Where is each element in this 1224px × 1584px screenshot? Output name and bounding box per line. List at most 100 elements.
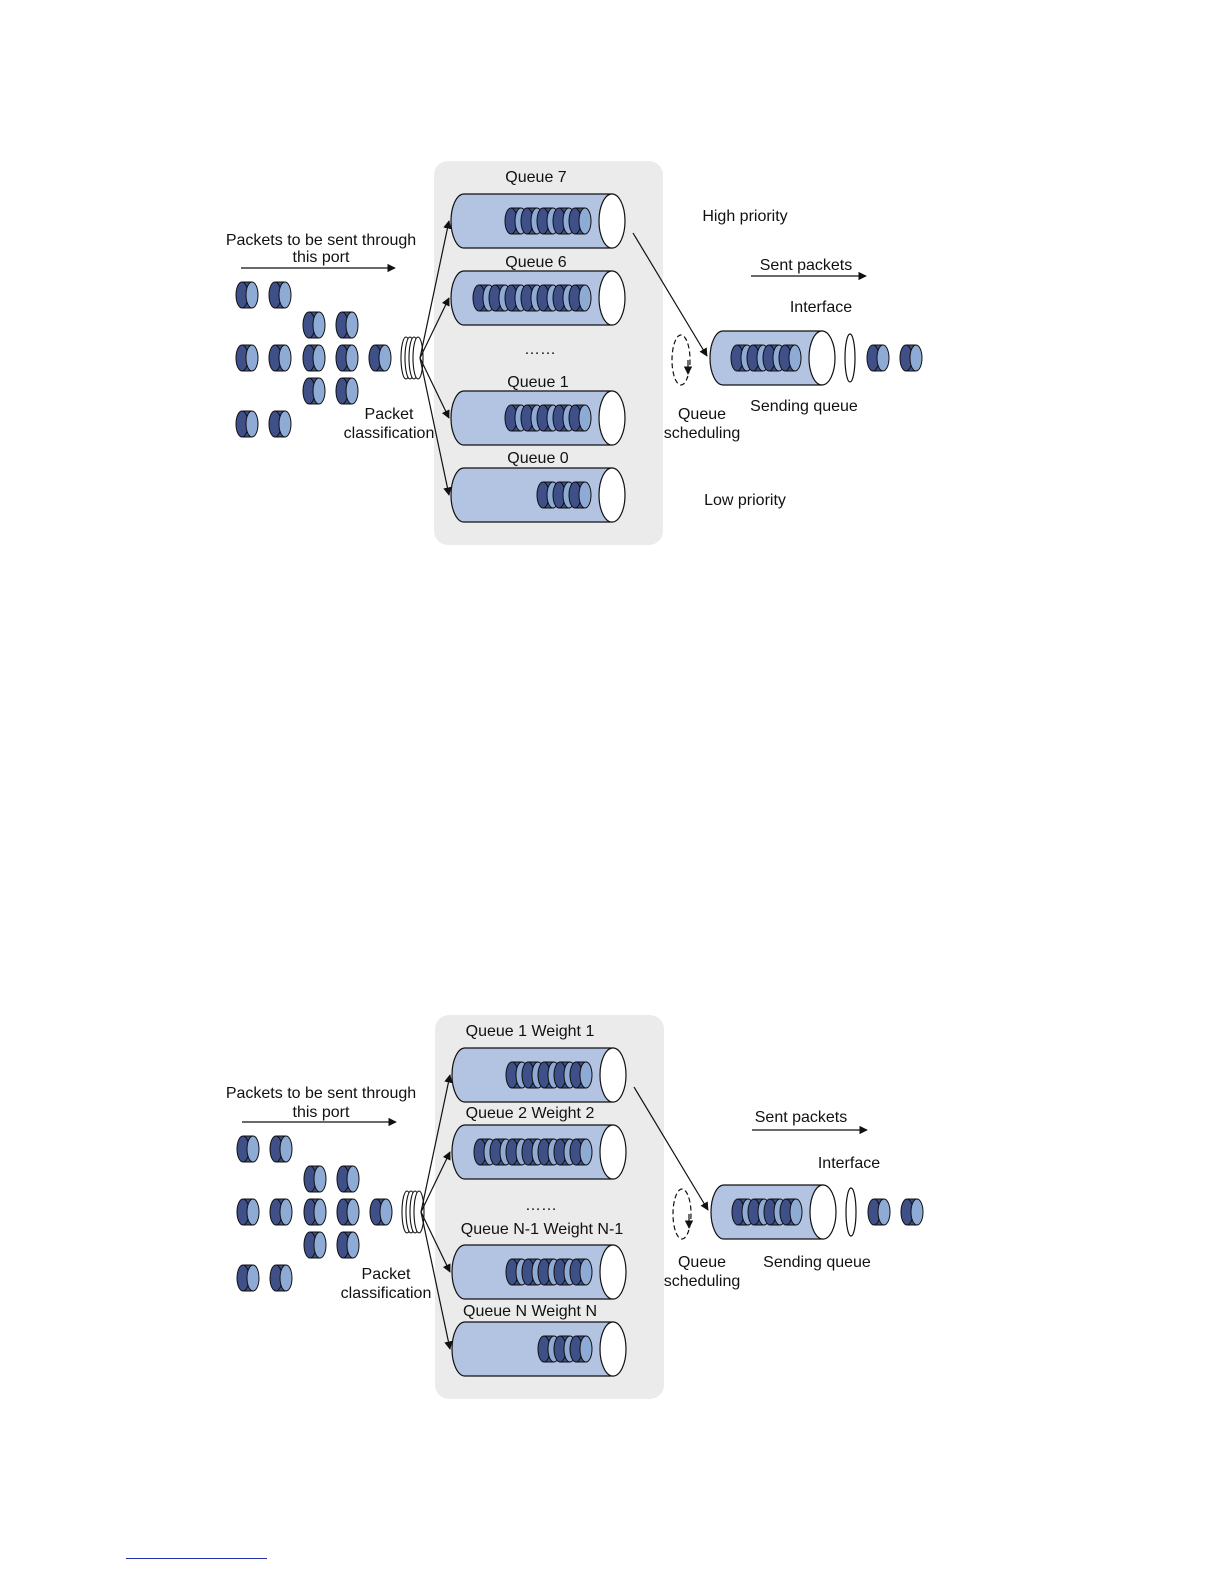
queue-label-0: Queue 7	[505, 169, 566, 186]
scheduling-label-line1: Queue	[678, 406, 726, 423]
packet-icon	[303, 1165, 327, 1193]
queue-ellipsis: ……	[525, 1197, 557, 1214]
queue-tube	[451, 1321, 627, 1377]
packet-icon	[336, 1165, 360, 1193]
packet-icon	[269, 1264, 293, 1292]
sending-queue-tube	[709, 330, 923, 386]
packet-icon	[568, 284, 592, 312]
queue-label-3: Queue N Weight N	[463, 1303, 597, 1320]
packet-icon	[867, 1198, 891, 1226]
packet-icon	[778, 344, 802, 372]
scheduling-arrow	[632, 232, 708, 357]
sent-packets-label: Sent packets	[755, 1109, 848, 1126]
packet-icon	[303, 1198, 327, 1226]
queue-tube	[450, 390, 626, 446]
interface-label: Interface	[818, 1155, 880, 1172]
scheduler-icon	[671, 334, 693, 386]
packet-icon	[569, 1258, 593, 1286]
interface-ring	[844, 333, 856, 383]
packet-icon	[569, 1138, 593, 1166]
interface-label: Interface	[790, 299, 852, 316]
packet-icon	[569, 1335, 593, 1363]
packet-icon	[335, 344, 359, 372]
packet-icon	[568, 404, 592, 432]
packet-icon	[569, 1061, 593, 1089]
packet-icon	[302, 311, 326, 339]
packet-icon	[303, 1231, 327, 1259]
input-packet-group	[235, 281, 392, 438]
high-priority-label: High priority	[702, 208, 787, 225]
queue-tube	[451, 1244, 627, 1300]
packet-icon	[268, 281, 292, 309]
queue-tubes	[451, 1047, 627, 1377]
queue-label-2: Queue 1	[507, 374, 568, 391]
queue-label-2: Queue N-1 Weight N-1	[461, 1221, 624, 1238]
queue-tubes	[450, 193, 626, 523]
sending-queue-label: Sending queue	[763, 1254, 871, 1271]
classification-label-line2: classification	[344, 425, 435, 442]
sent-packets-label: Sent packets	[760, 257, 853, 274]
packet-icon	[568, 207, 592, 235]
packet-icon	[779, 1198, 803, 1226]
scheduling-label-line1: Queue	[678, 1254, 726, 1271]
classification-arrow	[419, 357, 450, 419]
packets-label-line1: Packets to be sent through	[226, 232, 416, 249]
packet-icon	[369, 1198, 393, 1226]
queue-panel	[435, 1015, 664, 1399]
classification-arrow	[420, 1074, 453, 1213]
packet-icon	[268, 410, 292, 438]
classification-arrows	[420, 1074, 453, 1350]
packet-icon	[866, 344, 890, 372]
classification-arrow	[420, 1211, 453, 1350]
queue-panel	[434, 161, 663, 545]
queue-ellipsis: ……	[524, 341, 556, 358]
scheduling-label-line2: scheduling	[664, 1273, 741, 1290]
classifier-icon	[400, 336, 424, 380]
classification-label-line2: classification	[341, 1285, 432, 1302]
packet-icon	[302, 377, 326, 405]
packet-icon	[335, 311, 359, 339]
packet-icon	[269, 1198, 293, 1226]
packet-icon	[235, 344, 259, 372]
weighted-queue-diagram: Packets to be sent through this port Pac…	[226, 1015, 924, 1399]
sending-queue-label: Sending queue	[750, 398, 858, 415]
packet-icon	[235, 410, 259, 438]
classifier-icon	[401, 1190, 425, 1234]
queue-tube	[451, 1124, 627, 1180]
packet-icon	[899, 344, 923, 372]
packet-icon	[235, 281, 259, 309]
packet-icon	[900, 1198, 924, 1226]
scheduler-icon	[672, 1188, 694, 1240]
packet-icon	[269, 1135, 293, 1163]
queue-label-1: Queue 2 Weight 2	[466, 1105, 595, 1122]
classification-arrow	[419, 220, 452, 359]
packets-label-line2: this port	[293, 249, 350, 266]
classification-arrow	[420, 1151, 451, 1213]
classification-arrows	[419, 220, 452, 496]
packet-icon	[268, 344, 292, 372]
classification-arrow	[420, 1211, 451, 1273]
queue-label-0: Queue 1 Weight 1	[466, 1023, 595, 1040]
packet-icon	[336, 1198, 360, 1226]
queue-tube	[450, 193, 626, 249]
sending-tube	[709, 330, 836, 386]
sending-tube	[710, 1184, 837, 1240]
packet-icon	[336, 1231, 360, 1259]
packet-icon	[302, 344, 326, 372]
packet-icon	[236, 1264, 260, 1292]
packets-label-line2: this port	[293, 1104, 350, 1121]
packets-label-line1: Packets to be sent through	[226, 1085, 416, 1102]
low-priority-label: Low priority	[704, 492, 786, 509]
queue-tube	[451, 1047, 627, 1103]
footnote-rule	[126, 1558, 267, 1559]
packet-icon	[368, 344, 392, 372]
packet-icon	[568, 481, 592, 509]
scheduling-label-line2: scheduling	[664, 425, 741, 442]
priority-queue-diagram: Packets to be sent through this port Pac…	[226, 161, 923, 545]
packet-icon	[335, 377, 359, 405]
scheduling-arrow	[633, 1086, 709, 1211]
classification-arrow	[419, 297, 450, 359]
packet-icon	[236, 1135, 260, 1163]
queue-label-1: Queue 6	[505, 254, 566, 271]
